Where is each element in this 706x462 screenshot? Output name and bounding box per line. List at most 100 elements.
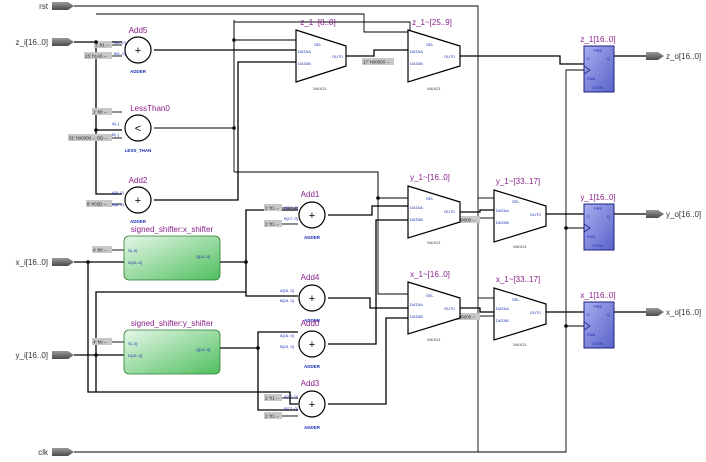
instance-label: x_1~[16..0] [410, 270, 450, 279]
pin-label: A[8..0] [112, 190, 124, 195]
pin-label: S[..0] [128, 341, 137, 346]
const-label: 1' h1 -- [265, 396, 279, 401]
input-port-x-i: x_i[16..0] [16, 258, 74, 267]
type-label: MUX21 [513, 244, 527, 249]
type-label: MUX21 [427, 86, 441, 91]
instance-label: LessThan0 [130, 104, 170, 113]
pin-label: B[1..0] [114, 51, 126, 56]
input-port-y-i: y_i[16..0] [16, 351, 74, 360]
pin-label: A[16..0] [280, 333, 294, 338]
type-label: ADDER [304, 425, 321, 430]
pin-label: SEL [314, 42, 322, 47]
adder-add1: Add1 + A[17..0] B[17..0] ADDER [284, 190, 326, 240]
pin-label: Q [607, 312, 610, 317]
junction-dot [564, 324, 568, 328]
adder-add0: Add0 + A[16..0] B[16..0] ADDER [280, 319, 326, 369]
mux-trapezoid [295, 29, 347, 83]
mux-trapezoid [407, 281, 461, 335]
mux-x-a: x_1~[16..0] SEL DATAA DATAB OUT0 MUX21 [407, 270, 461, 342]
port-arrow-icon [52, 351, 74, 359]
type-label: MUX21 [427, 240, 441, 245]
pin-label: D [587, 312, 590, 317]
pin-label: DATAA [496, 306, 509, 311]
clock-edge-icon [583, 321, 591, 331]
adder-circle [124, 36, 152, 64]
const-label: 17' h00000 -- [363, 60, 390, 65]
const-label: 9' h02D -- [87, 202, 107, 207]
junction-dot [564, 226, 568, 230]
instance-label: Add3 [301, 379, 320, 388]
type-label: LESS_THAN [125, 148, 152, 153]
pin-label: SEL [512, 297, 520, 302]
instance-label: y_1[16..0] [580, 193, 615, 202]
pin-label: OUT0 [530, 212, 541, 217]
instance-label: Add0 [301, 319, 320, 328]
port-label: x_i[16..0] [16, 258, 48, 267]
port-arrow-icon [52, 2, 74, 10]
pin-label: DATAA [496, 208, 509, 213]
pin-label: PRE [594, 206, 603, 211]
const-label: 1' h1 -- [265, 206, 279, 211]
instance-label: Add4 [301, 273, 320, 282]
pin-label: OUT0 [332, 54, 343, 59]
type-label: ADDER [130, 219, 147, 224]
pin-label: DATAB [410, 314, 423, 319]
shifter-y: signed_shifter:y_shifter S[..0] D[16..0]… [123, 319, 221, 375]
mux-trapezoid [493, 287, 547, 341]
register-z: z_1[16..0] PRE D Q ENA CLRN [580, 35, 616, 93]
plus-icon: + [309, 399, 315, 411]
const-label: 17' h00000 -- [449, 218, 476, 223]
adder-add2: Add2 + A[8..0] B[8..0] ADDER [112, 176, 152, 224]
instance-label: signed_shifter:x_shifter [131, 225, 214, 234]
pin-label: DATAA [298, 49, 311, 54]
adder-add3: Add3 + A[17..0] B[17..0] ADDER [284, 379, 326, 430]
clock-edge-icon [583, 223, 591, 233]
junction-dot [376, 196, 380, 200]
port-arrow-icon [52, 38, 74, 46]
adder-add4: Add4 + A[16..0] B[16..0] ADDER [280, 273, 326, 323]
port-arrow-icon [52, 258, 74, 266]
input-port-clk: clk [38, 448, 74, 457]
adder-circle [124, 186, 152, 214]
pin-label: B[16..0] [280, 344, 294, 349]
pin-label: DATAB [410, 217, 423, 222]
pin-label: ENA [587, 332, 596, 337]
port-label: z_i[16..0] [16, 38, 48, 47]
junction-dot [244, 260, 248, 264]
wires [74, 5, 646, 453]
pin-label: B[16..0] [280, 298, 294, 303]
port-label: clk [38, 448, 49, 457]
type-label: ADDER [130, 69, 147, 74]
comparator-lessthan0: LessThan0 < A[..] B[..] LESS_THAN [112, 104, 170, 153]
const-label: 1' h1 -- [265, 414, 279, 419]
input-port-z-i: z_i[16..0] [16, 38, 74, 47]
adder-add5: Add5 + A[1..0] B[1..0] ADDER [114, 26, 152, 74]
shifter-box [123, 329, 221, 375]
pin-label: DATAB [496, 220, 509, 225]
pin-label: SEL [426, 42, 434, 47]
const-label: 1' h1 -- [265, 222, 279, 227]
instance-label: y_1~[16..0] [410, 173, 450, 182]
pin-label: SEL [426, 293, 434, 298]
pin-label: DATAB [410, 61, 423, 66]
plus-icon: + [309, 210, 315, 222]
pin-label: D [587, 56, 590, 61]
output-port-y-o: y_o[16..0] [646, 210, 701, 219]
instance-label: signed_shifter:y_shifter [131, 319, 214, 328]
port-arrow-icon [52, 448, 74, 456]
pin-label: SEL [512, 199, 520, 204]
pin-label: B[17..0] [284, 406, 298, 411]
pin-label: PRE [594, 48, 603, 53]
const-label: 1' h0 -- [93, 110, 107, 115]
pin-label: OUT0 [530, 310, 541, 315]
comparator-circle [124, 114, 152, 142]
const-label: 4' h0 -- [93, 340, 107, 345]
junction-dot [232, 38, 236, 42]
pin-label: CLRN [592, 243, 603, 248]
type-label: MUX21 [427, 337, 441, 342]
mux-x-b: x_1~[33..17] SEL DATAA DATAB OUT0 MUX21 [493, 275, 547, 347]
junction-dot [86, 260, 90, 264]
junction-dot [232, 126, 236, 130]
const-label: 15' h1A6 -- [85, 54, 107, 59]
const-label: 1' h1 -- [95, 43, 109, 48]
